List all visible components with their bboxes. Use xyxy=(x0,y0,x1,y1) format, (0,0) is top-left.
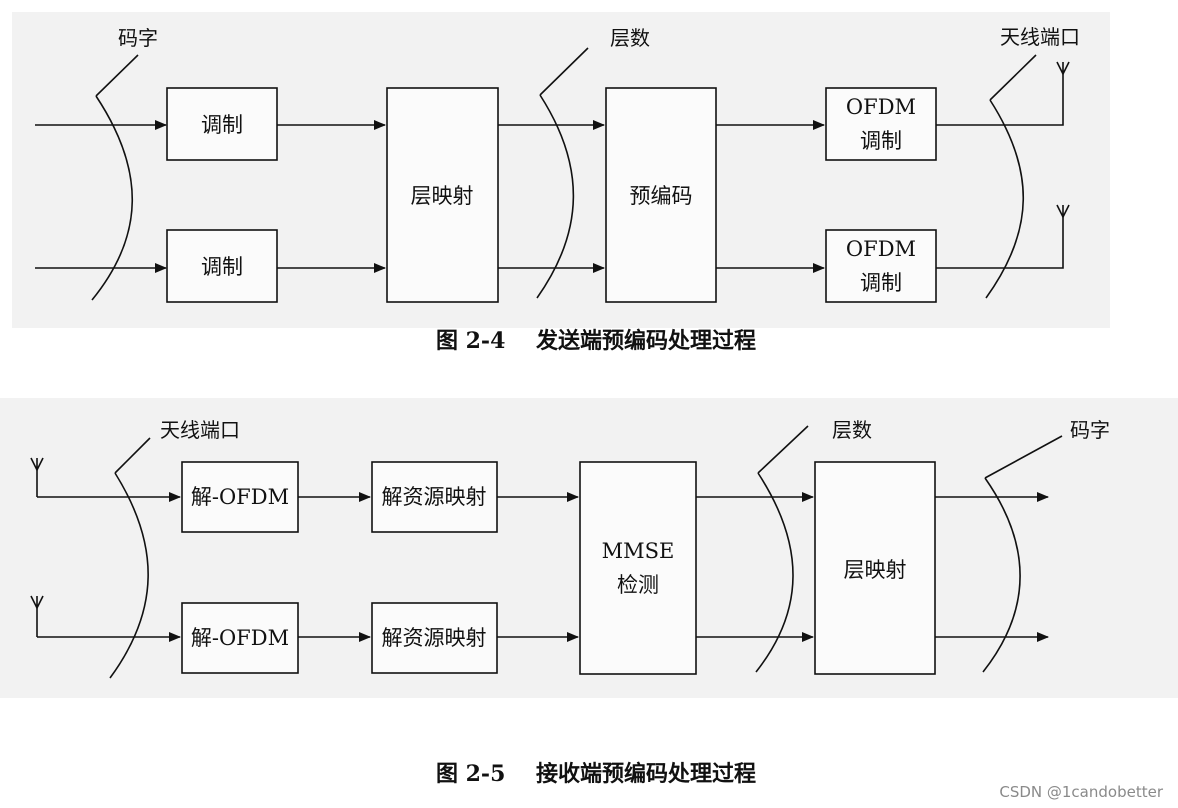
ofdm-box-2-line1: OFDM xyxy=(846,237,916,261)
figure-2-4: 码字 调制 调制 层映射 层数 预编码 OFDM 调制 OFDM 调制 xyxy=(12,12,1110,354)
figure-2-5-caption: 图 2-5 接收端预编码处理过程 xyxy=(436,761,756,787)
rx-layers-leader xyxy=(757,425,809,474)
de-ofdm-box-2 xyxy=(181,602,299,674)
ofdm-box-1-line2: 调制 xyxy=(860,129,902,153)
de-ofdm-box-2-label: 解-OFDM xyxy=(191,626,289,650)
mmse-detection-box xyxy=(579,461,697,675)
rx-layer-mapping-box xyxy=(814,461,936,675)
precoding-label: 预编码 xyxy=(630,184,693,208)
mmse-label-line1: MMSE xyxy=(602,539,675,563)
layer-mapping-label: 层映射 xyxy=(411,184,474,208)
antenna-port-label: 天线端口 xyxy=(1000,25,1080,49)
rx-antenna-port-leader xyxy=(114,437,151,474)
figure-2-4-caption: 图 2-4 发送端预编码处理过程 xyxy=(436,328,756,354)
modulation-box-1-label: 调制 xyxy=(201,113,243,137)
layers-label: 层数 xyxy=(610,26,650,50)
antenna-port-arc xyxy=(985,99,1025,299)
watermark: CSDN @1candobetter xyxy=(999,783,1163,801)
modulation-box-1 xyxy=(166,87,278,161)
de-ofdm-box-1 xyxy=(181,461,299,533)
mmse-label-line2: 检测 xyxy=(617,573,659,597)
ofdm-box-2-line2: 调制 xyxy=(860,271,902,295)
rx-layers-label: 层数 xyxy=(832,418,872,442)
layers-leader xyxy=(539,47,589,96)
output-line-1 xyxy=(936,72,1064,126)
de-ofdm-box-1-label: 解-OFDM xyxy=(191,485,289,509)
codeword-label: 码字 xyxy=(118,26,158,50)
antenna-port-leader xyxy=(989,54,1037,101)
rx-antenna-port-label: 天线端口 xyxy=(160,418,240,442)
antenna-icon-2 xyxy=(1056,204,1070,219)
figure-2-5: 天线端口 解-OFDM 解-OFDM 解资源映射 解资源映射 MMSE 检测 层… xyxy=(0,398,1178,787)
ofdm-modulation-box-1 xyxy=(825,87,937,161)
output-line-2 xyxy=(936,215,1064,269)
codeword-leader xyxy=(95,54,139,97)
de-resource-mapping-box-1 xyxy=(371,461,498,533)
ofdm-modulation-box-2 xyxy=(825,229,937,303)
modulation-box-2 xyxy=(166,229,278,303)
ofdm-box-1-line1: OFDM xyxy=(846,95,916,119)
de-resource-mapping-1-label: 解资源映射 xyxy=(382,485,487,509)
rx-layers-arc xyxy=(755,472,794,673)
rx-codeword-arc xyxy=(982,477,1021,673)
codeword-arc xyxy=(91,95,134,301)
antenna-icon-1 xyxy=(1056,61,1070,76)
rx-antenna-port-arc xyxy=(109,472,149,679)
modulation-box-2-label: 调制 xyxy=(201,255,243,279)
layer-mapping-box xyxy=(386,87,499,303)
rx-codeword-label: 码字 xyxy=(1070,418,1110,442)
layers-arc xyxy=(536,94,575,299)
rx-layer-mapping-label: 层映射 xyxy=(844,558,907,582)
de-resource-mapping-2-label: 解资源映射 xyxy=(382,626,487,650)
de-resource-mapping-box-2 xyxy=(371,602,498,674)
rx-codeword-leader xyxy=(984,435,1063,479)
precoding-box xyxy=(605,87,717,303)
